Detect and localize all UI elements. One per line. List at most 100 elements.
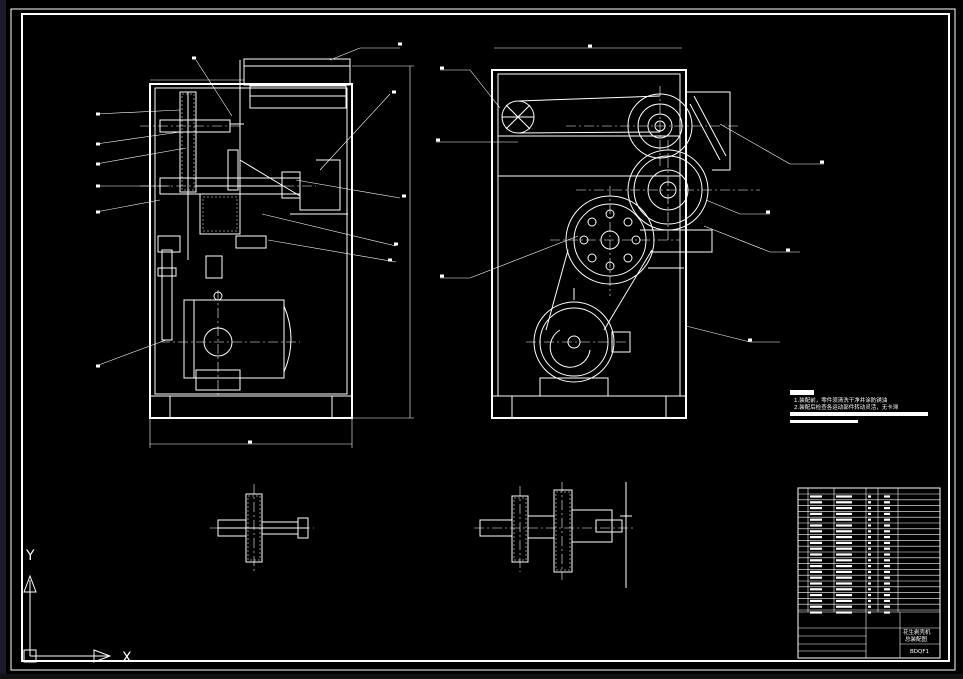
notes-line-1: 1.装配前，零件须清洗干净并涂防锈油 — [794, 396, 888, 404]
part-balloon — [192, 56, 196, 60]
parts-list-cell-mark — [868, 536, 871, 539]
parts-list-cell-mark — [836, 588, 852, 591]
parts-list-cell-mark — [810, 553, 822, 556]
parts-list-cell-mark — [810, 512, 822, 515]
part-balloon — [96, 210, 100, 214]
parts-list-cell-mark — [884, 495, 890, 498]
application-edge-strip — [0, 0, 6, 679]
parts-list-cell-mark — [868, 524, 871, 527]
part-balloon — [96, 112, 100, 116]
parts-list-cell-mark — [868, 582, 871, 585]
parts-list-cell-mark — [836, 576, 852, 579]
ucs-icon: Y X — [23, 548, 132, 666]
title-name-line1: 花生剥壳机 — [903, 628, 931, 636]
parts-list-cell-mark — [810, 518, 822, 521]
part-balloon — [96, 142, 100, 146]
part-balloons — [96, 42, 824, 444]
parts-list-cell-mark — [836, 541, 852, 544]
parts-list-cell-mark — [810, 547, 822, 550]
parts-list-cell-mark — [810, 501, 822, 504]
parts-list-cell-mark — [868, 605, 871, 608]
part-balloon — [820, 160, 824, 164]
parts-list-cell-mark — [884, 536, 890, 539]
parts-list-cell-mark — [810, 541, 822, 544]
parts-list-cell-mark — [884, 507, 890, 510]
parts-list-cell-mark — [810, 605, 822, 608]
side-view — [491, 69, 760, 419]
parts-list-cell-mark — [810, 570, 822, 573]
parts-list-cell-mark — [836, 547, 852, 550]
parts-list-cell-mark — [884, 512, 890, 515]
parts-list-cell-mark — [836, 582, 852, 585]
title-block: 花生剥壳机 总装配图 BDQF1 — [797, 487, 941, 659]
part-balloon — [96, 364, 100, 368]
parts-list-cell-mark — [868, 547, 871, 550]
parts-list-cell-mark — [868, 594, 871, 597]
parts-list-rows — [798, 493, 940, 614]
parts-list-cell-mark — [868, 501, 871, 504]
outer-frame — [10, 8, 956, 671]
parts-list-cell-mark — [868, 518, 871, 521]
parts-list-cell-mark — [868, 530, 871, 533]
parts-list-cell-mark — [810, 559, 822, 562]
parts-list-cell-mark — [836, 594, 852, 597]
parts-list-cell-mark — [868, 507, 871, 510]
part-balloon — [748, 338, 752, 342]
parts-list-cell-mark — [810, 536, 822, 539]
part-balloon — [96, 162, 100, 166]
side-view-leaders — [436, 47, 824, 343]
parts-list-cell-mark — [884, 530, 890, 533]
parts-list-cell-mark — [868, 599, 871, 602]
y-axis-label: Y — [25, 548, 35, 564]
inner-frame — [21, 13, 950, 662]
parts-list-cell-mark — [884, 605, 890, 608]
parts-list-cell-mark — [810, 594, 822, 597]
parts-list-cell-mark — [836, 599, 852, 602]
parts-list-cell-mark — [884, 553, 890, 556]
part-balloon — [388, 258, 392, 262]
parts-list-cell-mark — [836, 553, 852, 556]
parts-list-cell-mark — [884, 541, 890, 544]
front-view-leaders — [95, 47, 401, 367]
parts-list-cell-mark — [810, 495, 822, 498]
parts-list-cell-mark — [884, 565, 890, 568]
notes-line-2: 2.装配后检查各运动部件转动灵活，无卡滞 — [794, 403, 899, 411]
drawing-number: BDQF1 — [910, 649, 929, 655]
detail-view-right — [474, 482, 636, 588]
parts-list-cell-mark — [836, 530, 852, 533]
parts-list-cell-mark — [836, 605, 852, 608]
front-view — [140, 58, 414, 448]
parts-list-cell-mark — [810, 565, 822, 568]
parts-list-cell-mark — [836, 570, 852, 573]
parts-list-cell-mark — [810, 524, 822, 527]
part-balloon — [96, 184, 100, 188]
title-name-line2: 总装配图 — [905, 635, 928, 643]
parts-list-cell-mark — [836, 495, 852, 498]
parts-list-cell-mark — [810, 582, 822, 585]
parts-list-cell-mark — [868, 576, 871, 579]
parts-list-cell-mark — [810, 507, 822, 510]
parts-list-cell-mark — [868, 553, 871, 556]
parts-list-cell-mark — [868, 512, 871, 515]
part-balloon — [392, 90, 396, 94]
part-balloon — [394, 242, 398, 246]
parts-list-cell-mark — [884, 576, 890, 579]
x-axis-label: X — [122, 650, 132, 666]
part-balloon — [588, 44, 592, 48]
status-strip — [0, 674, 963, 679]
parts-list-cell-mark — [884, 570, 890, 573]
parts-list-cell-mark — [836, 536, 852, 539]
parts-list-cell-mark — [868, 588, 871, 591]
parts-list-cell-mark — [884, 524, 890, 527]
parts-list-cell-mark — [836, 501, 852, 504]
parts-list-cell-mark — [836, 565, 852, 568]
part-balloon — [248, 440, 252, 444]
detail-view-left — [210, 484, 314, 572]
parts-list-cell-mark — [868, 570, 871, 573]
part-balloon — [402, 194, 406, 198]
parts-list-cell-mark — [836, 507, 852, 510]
parts-list-cell-mark — [836, 559, 852, 562]
parts-list-cell-mark — [884, 559, 890, 562]
parts-list-cell-mark — [836, 518, 852, 521]
